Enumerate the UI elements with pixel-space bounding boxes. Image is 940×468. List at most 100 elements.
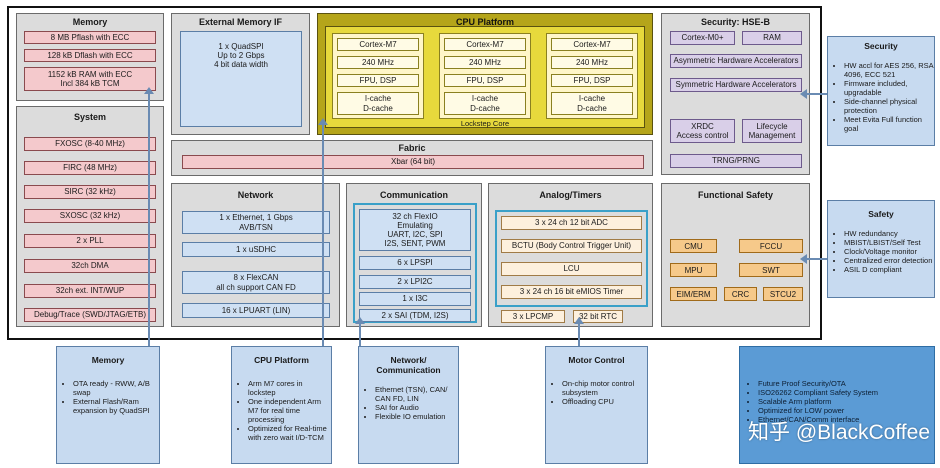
system-sirc: SIRC (32 kHz) bbox=[24, 185, 156, 199]
security-connector bbox=[805, 93, 827, 95]
security-callout-title: Security bbox=[864, 41, 898, 51]
fs-fccu: FCCU bbox=[739, 239, 803, 253]
security-cortex-m0: Cortex-M0+ bbox=[670, 31, 735, 45]
system-dma: 32ch DMA bbox=[24, 259, 156, 273]
fs-eim-erm: EIM/ERM bbox=[670, 287, 717, 301]
communication-title: Communication bbox=[379, 190, 448, 200]
network-title: Network bbox=[237, 190, 274, 200]
core-3-fpu: FPU, DSP bbox=[551, 74, 633, 87]
memory-callout-item: OTA ready - RWW, A/B swap bbox=[73, 379, 159, 397]
future-callout-item: ISO26262 Compliant Safety System bbox=[758, 388, 934, 397]
safety-arrowhead bbox=[800, 254, 807, 264]
cpu-callout-item: One independent Arm M7 for real time pro… bbox=[248, 397, 331, 424]
security-callout: Security HW accl for AES 256, RSA 4096, … bbox=[827, 36, 935, 146]
system-sxosc: SXOSC (32 kHz) bbox=[24, 209, 156, 223]
safety-callout: Safety HW redundancy MBIST/LBIST/Self Te… bbox=[827, 200, 935, 298]
security-callout-item: Meet Evita Full function goal bbox=[844, 115, 934, 133]
comm-lpi2c: 2 x LPI2C bbox=[359, 275, 471, 289]
motor-callout-item: Offloading CPU bbox=[562, 397, 647, 406]
network-callout: Network/ Communication Ethernet (TSN), C… bbox=[358, 346, 459, 464]
future-callout-item: Future Proof Security/OTA bbox=[758, 379, 934, 388]
core-3-freq: 240 MHz bbox=[551, 56, 633, 69]
memory-callout-list: OTA ready - RWW, A/B swap External Flash… bbox=[57, 379, 159, 415]
rtc-box: 32 bit RTC bbox=[573, 310, 623, 323]
network-lpuart: 16 x LPUART (LIN) bbox=[182, 303, 330, 318]
core-3-name: Cortex-M7 bbox=[551, 38, 633, 51]
core-1-freq: 240 MHz bbox=[337, 56, 419, 69]
future-callout-item: Optimized for LOW power bbox=[758, 406, 934, 415]
safety-callout-list: HW redundancy MBIST/LBIST/Self Test Cloc… bbox=[828, 229, 934, 274]
analog-inner bbox=[495, 210, 648, 307]
motor-connector bbox=[578, 323, 580, 346]
cpu-callout-title: CPU Platform bbox=[254, 355, 309, 365]
communication-inner bbox=[353, 203, 477, 323]
memory-callout-item: External Flash/Ram expansion by QuadSPI bbox=[73, 397, 159, 415]
safety-callout-item: MBIST/LBIST/Self Test bbox=[844, 238, 934, 247]
quadspi-box: 1 x QuadSPI Up to 2 Gbps 4 bit data widt… bbox=[180, 31, 302, 127]
security-trng: TRNG/PRNG bbox=[670, 154, 802, 168]
core-2: Cortex-M7 240 MHz FPU, DSP I-cache D-cac… bbox=[439, 33, 531, 119]
cpu-arrowhead bbox=[318, 118, 328, 125]
cpu-callout-item: Arm M7 cores in lockstep bbox=[248, 379, 331, 397]
lockstep-label: Lockstep Core bbox=[460, 119, 510, 128]
security-callout-list: HW accl for AES 256, RSA 4096, ECC 521 F… bbox=[828, 61, 934, 133]
network-callout-list: Ethernet (TSN), CAN/ CAN FD, LIN SAI for… bbox=[359, 385, 458, 421]
system-debug: Debug/Trace (SWD/JTAG/ETB) bbox=[24, 308, 156, 322]
functional-safety-title: Functional Safety bbox=[697, 190, 773, 200]
motor-callout-list: On-chip motor control subsystem Offloadi… bbox=[546, 379, 647, 406]
security-block: Security: HSE-B Cortex-M0+ RAM Asymmetri… bbox=[661, 13, 810, 175]
network-arrowhead bbox=[355, 317, 365, 324]
motor-callout: Motor Control On-chip motor control subs… bbox=[545, 346, 648, 464]
analog-timers-title: Analog/Timers bbox=[539, 190, 602, 200]
future-callout-item: Ethernet/CAN/Comm interface bbox=[758, 415, 934, 424]
core-2-cache: I-cache D-cache bbox=[444, 92, 526, 115]
security-arrowhead bbox=[800, 89, 807, 99]
memory-arrowhead bbox=[144, 87, 154, 94]
fabric-block: Fabric Xbar (64 bit) bbox=[171, 140, 653, 176]
cpu-callout-list: Arm M7 cores in lockstep One independent… bbox=[232, 379, 331, 442]
security-asym-accel: Asymmetric Hardware Accelerators bbox=[670, 54, 802, 68]
future-callout-item: Scalable Arm platform bbox=[758, 397, 934, 406]
memory-connector bbox=[148, 93, 150, 346]
system-block: System FXOSC (8-40 MHz) FIRC (48 MHz) SI… bbox=[16, 106, 164, 327]
system-ext-int: 32ch ext. INT/WUP bbox=[24, 284, 156, 298]
network-flexcan: 8 x FlexCAN all ch support CAN FD bbox=[182, 271, 330, 294]
system-firc: FIRC (48 MHz) bbox=[24, 161, 156, 175]
memory-callout-title: Memory bbox=[91, 355, 125, 365]
cpu-callout-item: Optimized for Real-time with zero wait I… bbox=[248, 424, 331, 442]
fs-stcu2: STCU2 bbox=[763, 287, 803, 301]
external-memory-title: External Memory IF bbox=[198, 17, 283, 27]
watermark: 知乎 @BlackCoffee bbox=[748, 421, 930, 444]
core-1-name: Cortex-M7 bbox=[337, 38, 419, 51]
network-callout-item: SAI for Audio bbox=[375, 403, 458, 412]
fs-cmu: CMU bbox=[670, 239, 717, 253]
network-connector bbox=[359, 323, 361, 346]
safety-callout-item: Clock/Voltage monitor bbox=[844, 247, 934, 256]
memory-dflash: 128 kB Dflash with ECC bbox=[24, 49, 156, 62]
comm-flexio: 32 ch FlexIO Emulating UART, I2C, SPI I2… bbox=[359, 209, 471, 251]
memory-ram: 1152 kB RAM with ECC Incl 384 kB TCM bbox=[24, 67, 156, 91]
security-xrdc: XRDC Access control bbox=[670, 119, 735, 143]
comm-i3c: 1 x I3C bbox=[359, 292, 471, 306]
core-1: Cortex-M7 240 MHz FPU, DSP I-cache D-cac… bbox=[332, 33, 424, 119]
core-3: Cortex-M7 240 MHz FPU, DSP I-cache D-cac… bbox=[546, 33, 638, 119]
cpu-platform-title: CPU Platform bbox=[455, 17, 514, 27]
core-1-cache: I-cache D-cache bbox=[337, 92, 419, 115]
core-2-freq: 240 MHz bbox=[444, 56, 526, 69]
safety-callout-item: ASIL D compliant bbox=[844, 265, 934, 274]
bctu-box: BCTU (Body Control Trigger Unit) bbox=[501, 239, 642, 253]
xbar-bus: Xbar (64 bit) bbox=[182, 155, 644, 169]
motor-arrowhead bbox=[574, 317, 584, 324]
security-callout-item: HW accl for AES 256, RSA 4096, ECC 521 bbox=[844, 61, 934, 79]
safety-callout-item: Centralized error detection bbox=[844, 256, 934, 265]
cpu-callout: CPU Platform Arm M7 cores in lockstep On… bbox=[231, 346, 332, 464]
safety-callout-item: HW redundancy bbox=[844, 229, 934, 238]
fabric-title: Fabric bbox=[398, 143, 426, 153]
security-callout-item: Firmware included, upgradable bbox=[844, 79, 934, 97]
lockstep-area: Cortex-M7 240 MHz FPU, DSP I-cache D-cac… bbox=[325, 26, 645, 128]
motor-callout-title: Motor Control bbox=[568, 355, 625, 365]
security-sym-accel: Symmetric Hardware Accelerators bbox=[670, 78, 802, 92]
memory-block: Memory 8 MB Pflash with ECC 128 kB Dflas… bbox=[16, 13, 164, 101]
network-usdhc: 1 x uSDHC bbox=[182, 242, 330, 257]
communication-block: Communication 32 ch FlexIO Emulating UAR… bbox=[346, 183, 482, 327]
